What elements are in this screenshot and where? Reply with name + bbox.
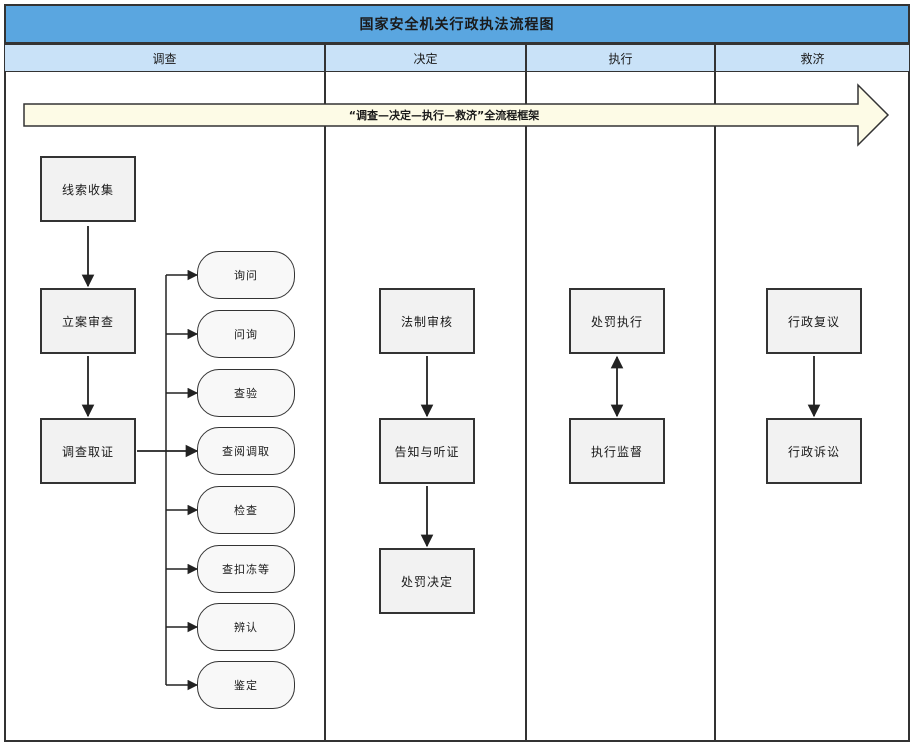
node-legal-review: 法制审核 — [379, 288, 475, 354]
method-identification: 辨认 — [197, 603, 295, 651]
node-case-filing: 立案审查 — [40, 288, 136, 354]
lane-divider — [714, 72, 716, 742]
method-questioning: 问询 — [197, 310, 295, 358]
method-record-access: 查阅调取 — [197, 427, 295, 475]
lane-divider — [525, 72, 527, 742]
method-examination: 检查 — [197, 486, 295, 534]
node-clue-collection: 线索收集 — [40, 156, 136, 222]
node-admin-litigation: 行政诉讼 — [766, 418, 862, 484]
banner-label: “调查—决定—执行—救济”全流程框架 — [348, 109, 540, 122]
node-penalty-decision: 处罚决定 — [379, 548, 475, 614]
method-inquiry: 询问 — [197, 251, 295, 299]
node-notice-hearing: 告知与听证 — [379, 418, 475, 484]
diagram-title: 国家安全机关行政执法流程图 — [4, 4, 910, 44]
lane-divider — [324, 72, 326, 742]
method-inspection-verify: 查验 — [197, 369, 295, 417]
node-penalty-execution: 处罚执行 — [569, 288, 665, 354]
method-seize-freeze: 查扣冻等 — [197, 545, 295, 593]
lane-header-decision: 决定 — [325, 44, 526, 72]
node-evidence-collection: 调查取证 — [40, 418, 136, 484]
node-execution-supervision: 执行监督 — [569, 418, 665, 484]
method-appraisal: 鉴定 — [197, 661, 295, 709]
lane-header-investigation: 调查 — [4, 44, 325, 72]
node-admin-reconsideration: 行政复议 — [766, 288, 862, 354]
lane-header-remedy: 救济 — [715, 44, 910, 72]
lane-header-execution: 执行 — [526, 44, 715, 72]
